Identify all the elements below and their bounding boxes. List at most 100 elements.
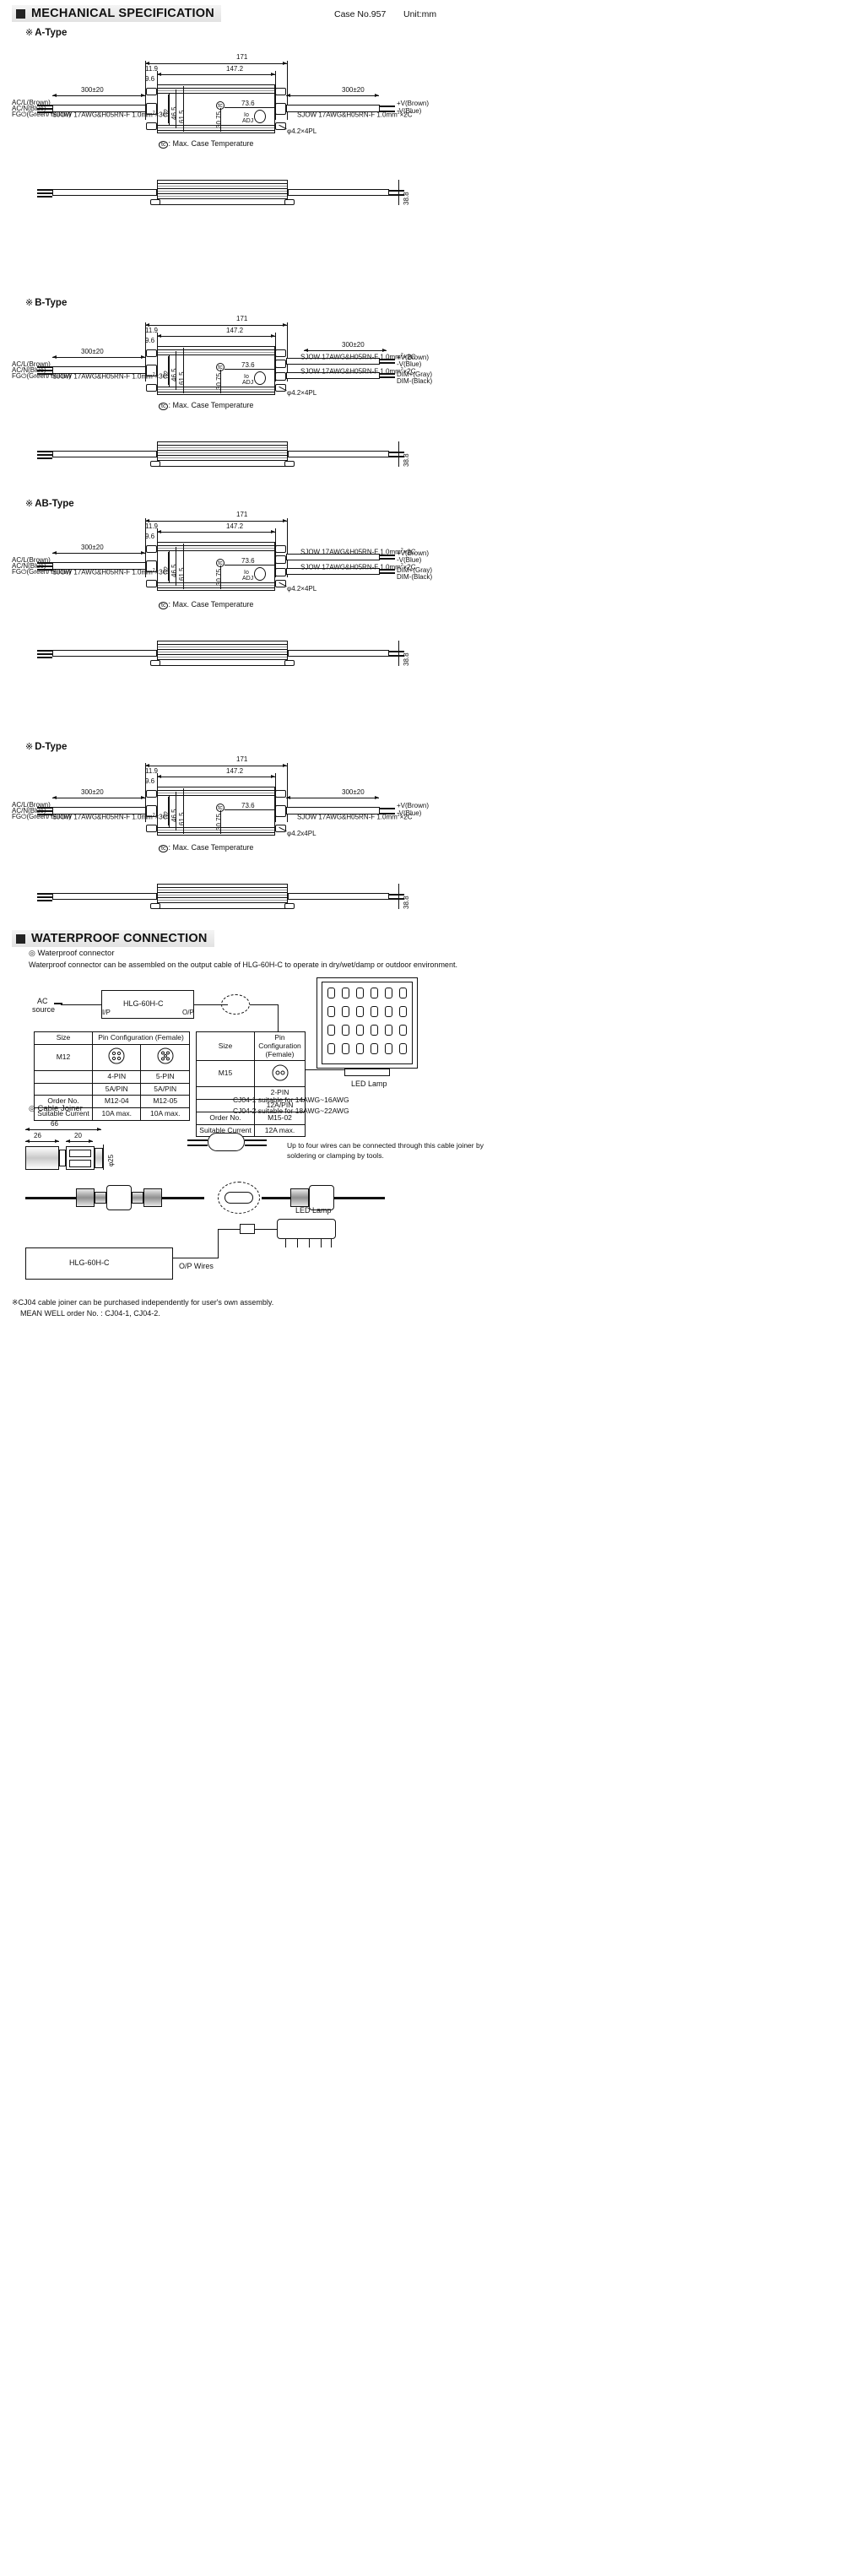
input-wire-ab (52, 562, 146, 570)
joiner-grip-right (95, 1148, 103, 1168)
ext-line (145, 61, 146, 120)
input-wire-a (52, 105, 146, 112)
wire-spec-input-d: SJOW 17AWG&H05RN-F 1.0mm2×3C (52, 813, 168, 821)
dim-len-inner-a: 147.2 (226, 65, 244, 73)
output-wire-a (286, 105, 380, 112)
m12-row3-c2: 10A max. (140, 1107, 190, 1121)
wire-spec-output-b2: SJOW 17AWG&H05RN-F 1.0mm2×2C (300, 367, 416, 376)
lamp-base (344, 1069, 390, 1076)
joiner-grip-left (25, 1146, 59, 1170)
dim-wire-len-left-b: 300±20 (81, 348, 104, 355)
dim-len-total-a: 171 (236, 53, 248, 61)
wire-spec-input-b: SJOW 17AWG&H05RN-F 1.0mm2×3C (52, 372, 168, 381)
type-label-d: ※D-Type (25, 742, 68, 752)
dim-len-total-ab: 171 (236, 511, 248, 518)
output-wire-ab1 (286, 554, 380, 560)
wire-spec-input-a: SJOW 17AWG&H05RN-F 1.0mm2×3C (52, 111, 168, 119)
m12-pin-img-4 (91, 1043, 142, 1071)
io-adj-label-b: Io (244, 374, 249, 380)
wire-spec-output-a: SJOW 17AWG&H05RN-F 1.0mm2×2C (297, 111, 413, 119)
m12-row2-c2: M12-05 (140, 1095, 190, 1109)
circle-marker-icon: ◎ (29, 1104, 35, 1112)
dim-side-h-ab: 38.8 (403, 652, 410, 666)
m15-pin-img-2 (254, 1060, 306, 1088)
label-ac-n-d: AC/N(Blue) (12, 807, 46, 814)
label-dim-minus-ab: DIM-(Black) (397, 573, 433, 581)
dim-len-total-b: 171 (236, 315, 248, 322)
io-adj-label2-ab: ADJ (242, 576, 254, 582)
dim-h3-d: 61.5 (178, 812, 186, 825)
assembly-nut-2 (143, 1188, 162, 1207)
mount-ear-a (275, 88, 286, 95)
hole-note-a: φ4.2×4PL (287, 127, 317, 135)
adj-pot-a (254, 110, 266, 123)
io-adj-label-ab: Io (244, 570, 249, 576)
tc-note-a: tc: Max. Case Temperature (159, 140, 253, 149)
footnote-2: MEAN WELL order No. : CJ04-1, CJ04-2. (20, 1309, 160, 1318)
dim-edge1-ab: 11.9 (145, 522, 158, 530)
assembly-part-2 (95, 1192, 106, 1204)
dim-edge2-d: 9.6 (145, 777, 155, 785)
unit-label: Unit:mm (403, 9, 437, 19)
section-header-waterproof: WATERPROOF CONNECTION (12, 930, 214, 947)
label-ac-n-b: AC/N(Blue) (12, 366, 46, 374)
joiner-note3b: soldering or clamping by tools. (287, 1151, 384, 1160)
waterproof-sub2: ◎ Cable Joiner (29, 1104, 83, 1113)
dim-len-inner-d: 147.2 (226, 767, 244, 775)
dim-h2-ab: 46.5 (170, 564, 178, 577)
m12-row0-label (34, 1069, 93, 1084)
dim-side-h-a: 38.8 (403, 192, 410, 205)
label-v-minus-d: -V(Blue) (397, 809, 422, 817)
joiner-detail-inner (225, 1192, 253, 1204)
dim-line-inner-a (157, 73, 275, 76)
type-label-b: ※B-Type (25, 298, 68, 308)
asterisk-icon: ※ (25, 298, 34, 308)
psu-block-bottom-label: HLG-60H-C (69, 1258, 110, 1267)
assembly-body (106, 1185, 132, 1210)
dim-w-mid-a: 73.6 (241, 100, 255, 107)
dim-side-h-d: 38.8 (403, 896, 410, 909)
wire-spec-output-ab1: SJOW 17AWG&H05RN-F 1.0mm2×2C (300, 548, 416, 556)
dim-h-mid-d: 30.75 (215, 813, 223, 831)
tc-marker-a: tc (216, 101, 225, 110)
label-fg-d: FG⏻(Green/Yellow) (12, 813, 72, 820)
output-wire-ab2 (286, 568, 380, 575)
assembly-part-3 (132, 1192, 143, 1204)
psu-block-bottom (25, 1247, 173, 1280)
psu-block-label: HLG-60H-C (123, 999, 164, 1008)
dim-line-wire-right-a (286, 94, 379, 97)
m12-size: M12 (34, 1043, 93, 1071)
output-wire-b1 (286, 358, 380, 365)
dim-h2-a: 46.5 (170, 106, 178, 120)
m12-col-size: Size (34, 1031, 93, 1045)
dim-h-mid-a: 30.75 (215, 111, 223, 128)
io-adj-label2-a: ADJ (242, 118, 254, 124)
wire-spec-output-ab2: SJOW 17AWG&H05RN-F 1.0mm2×2C (300, 563, 416, 571)
ip-label: I/P (102, 1009, 111, 1016)
dim-len-total-d: 171 (236, 755, 248, 763)
tc-note-ab: tc: Max. Case Temperature (159, 601, 253, 609)
joiner-dim-26: 26 (34, 1132, 41, 1139)
dim-wire-len-left-ab: 300±20 (81, 544, 104, 551)
wire-spec-output-b1: SJOW 17AWG&H05RN-F 1.0mm2×2C (300, 353, 416, 361)
dim-len-inner-b: 147.2 (226, 327, 244, 334)
dim-w-mid-ab: 73.6 (241, 557, 255, 565)
section-header-mechanical: MECHANICAL SPECIFICATION (12, 5, 221, 22)
joiner-note1: CJ04-1 suitable for 14AWG~16AWG (233, 1096, 349, 1104)
dim-h3-ab: 61.5 (178, 567, 186, 581)
pin-config-4-icon (108, 1047, 125, 1064)
assembly-nut-3 (290, 1188, 309, 1207)
wire-spec-input-ab: SJOW 17AWG&H05RN-F 1.0mm2×3C (52, 568, 168, 576)
label-v-plus-ab: +V(Brown) (397, 549, 430, 557)
section-title: MECHANICAL SPECIFICATION (31, 7, 214, 20)
m12-pin-img-5 (140, 1043, 190, 1071)
label-ac-l-d: AC/L(Brown) (12, 801, 51, 809)
table-m15: Size Pin Configuration (Female) M15 2-PI… (196, 1031, 306, 1138)
joiner-sleeve (208, 1133, 245, 1151)
pin-config-5-icon (157, 1047, 174, 1064)
bullet-square-icon (16, 8, 25, 19)
label-v-minus-ab: -V(Blue) (397, 556, 422, 564)
tc-note-d: tc: Max. Case Temperature (159, 844, 253, 852)
assembly-body-2 (309, 1185, 334, 1210)
